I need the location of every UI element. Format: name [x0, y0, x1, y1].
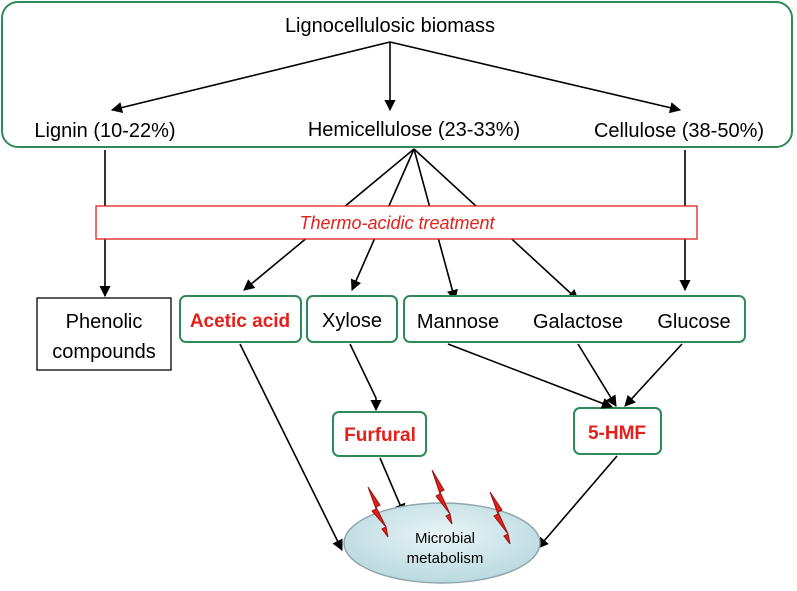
furfural-box — [332, 411, 427, 457]
lightning-bolt-icon — [367, 486, 389, 538]
phenolic-box — [36, 297, 172, 371]
hmf-label: 5-HMF — [588, 423, 646, 444]
acetic-acid-label: Acetic acid — [190, 311, 290, 332]
cellulose-label: Cellulose (38-50%) — [594, 120, 764, 142]
hmf-box — [573, 407, 662, 455]
xylose-box — [306, 295, 398, 343]
metabolism-label-line2: metabolism — [407, 550, 484, 567]
metabolism-label-line1: Microbial — [415, 530, 475, 547]
xylose-label: Xylose — [322, 310, 382, 332]
galactose-label: Galactose — [533, 311, 623, 333]
arrow-glucose-to-hmf — [624, 343, 683, 407]
arrow-acetic-to-metabolism — [239, 343, 343, 552]
lightning-bolt-icon — [431, 469, 453, 525]
acetic-acid-box — [179, 295, 302, 343]
mannose-label: Mannose — [417, 311, 499, 333]
treatment-label: Thermo-acidic treatment — [299, 213, 495, 233]
hemicellulose-label: Hemicellulose (23-33%) — [308, 119, 520, 141]
treatment-box — [95, 205, 698, 240]
arrow-biomass-to-cellulose — [389, 41, 682, 114]
arrow-biomass-to-lignin — [110, 41, 391, 114]
lightning-bolt-icon — [489, 491, 511, 545]
arrow-xylose-to-furfural — [349, 343, 382, 412]
lignin-label: Lignin (10-22%) — [34, 120, 175, 142]
arrow-galactose-to-hmf — [577, 343, 617, 407]
furfural-label: Furfural — [344, 425, 416, 446]
arrow-furfural-to-metabolism — [379, 457, 406, 516]
biomass-title: Lignocellulosic biomass — [285, 15, 495, 37]
hexoses-box — [403, 295, 746, 343]
arrow-hmf-to-metabolism — [537, 455, 618, 549]
arrow-mannose-to-hmf — [447, 343, 614, 409]
biomass-box — [1, 1, 793, 148]
glucose-label: Glucose — [657, 311, 730, 333]
phenolic-label-line2: compounds — [52, 341, 155, 363]
phenolic-label-line1: Phenolic — [66, 311, 143, 333]
